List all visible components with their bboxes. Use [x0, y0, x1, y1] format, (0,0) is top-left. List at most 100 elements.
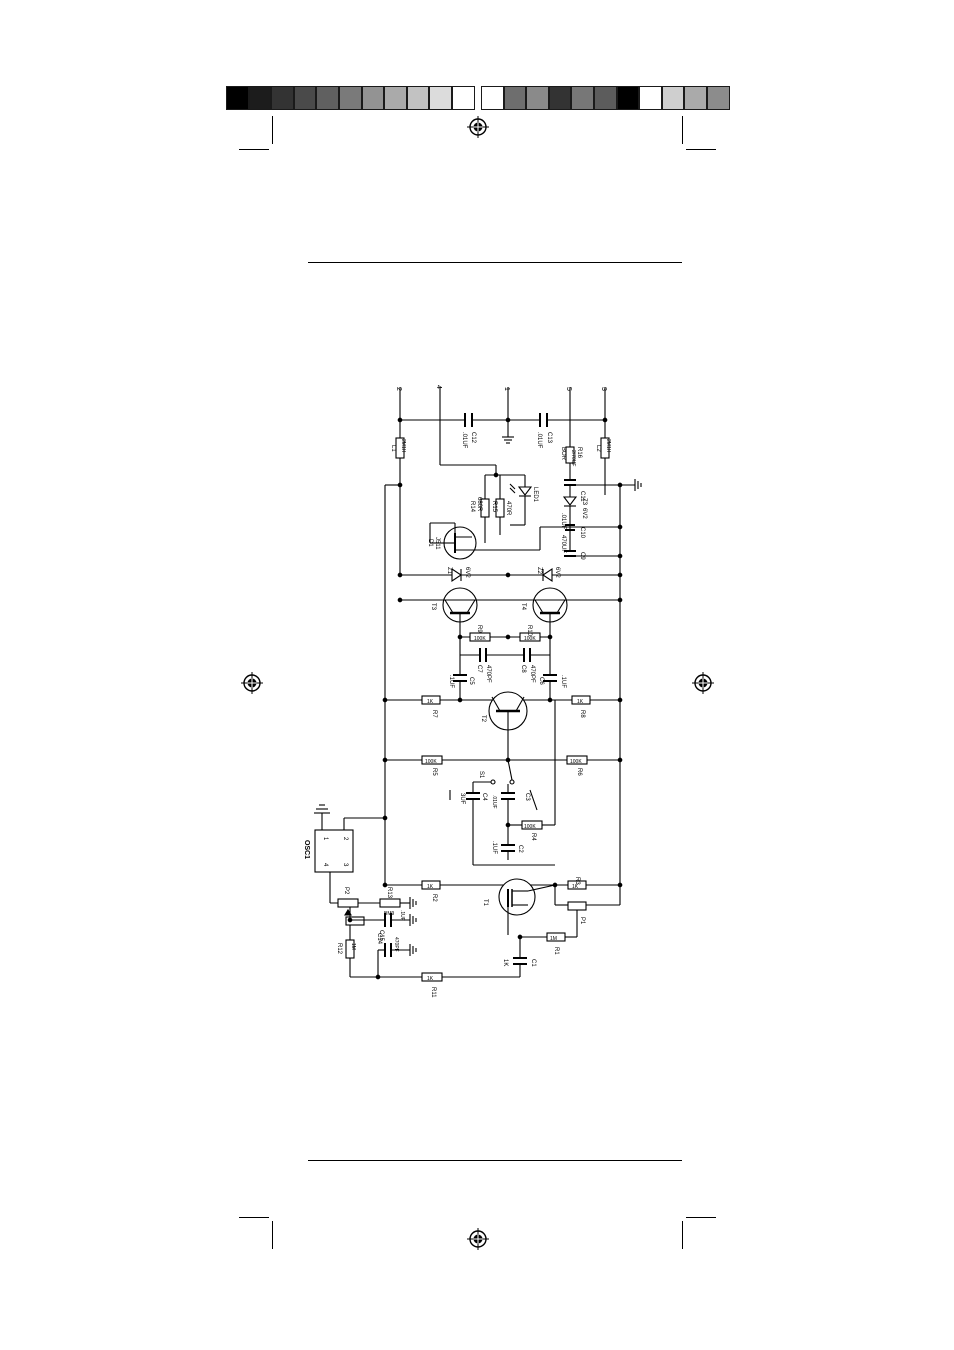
- svg-text:C1: C1: [530, 959, 536, 967]
- color-swatch: [384, 86, 407, 110]
- oscillator-osc1: OSC1 1 2 3 4: [303, 829, 354, 873]
- svg-text:C4: C4: [481, 793, 487, 801]
- svg-text:C2: C2: [517, 845, 523, 853]
- crop-mark: [682, 116, 683, 144]
- svg-text:1K: 1K: [577, 699, 584, 705]
- registration-target-icon: [241, 672, 263, 694]
- svg-text:R7: R7: [431, 710, 437, 718]
- svg-text:1M: 1M: [550, 936, 557, 942]
- svg-text:5: 5: [565, 387, 572, 391]
- svg-text:R5: R5: [431, 768, 437, 776]
- svg-text:C10: C10: [579, 527, 585, 539]
- crop-mark: [272, 1221, 273, 1249]
- transistor-t4: T4: [520, 587, 568, 637]
- transistor-t2: T2: [480, 691, 528, 760]
- svg-text:2/70UF: 2/70UF: [570, 450, 576, 466]
- svg-text:1: 1: [322, 837, 328, 841]
- svg-text:.01UF: .01UF: [536, 432, 542, 449]
- crop-mark: [239, 1217, 269, 1218]
- header-rule: [308, 262, 682, 263]
- svg-text:R16: R16: [576, 447, 582, 459]
- svg-text:1K: 1K: [502, 959, 508, 966]
- svg-text:R15: R15: [491, 501, 497, 513]
- terminal-3: 3: [600, 387, 607, 420]
- svg-text:470PF: 470PF: [393, 937, 399, 952]
- capacitor-c5: C5 .1UF: [448, 674, 474, 688]
- resistor-r3: R3 1K: [567, 877, 587, 890]
- svg-text:R1: R1: [553, 947, 559, 955]
- svg-text:1K: 1K: [427, 699, 434, 705]
- svg-text:C14: C14: [376, 933, 382, 945]
- svg-text:2M1H: 2M1H: [605, 439, 611, 453]
- capacitor-c2: .1UF C2: [491, 841, 523, 854]
- svg-text:C15: C15: [378, 930, 384, 942]
- color-swatch: [293, 86, 317, 110]
- circuit-schematic: 2 4 1 5 3 C12 .01UF C13 .01UF L1 2M1H L2…: [303, 385, 642, 998]
- svg-text:S1: S1: [478, 771, 484, 779]
- resistor-r2: R2 1K: [421, 880, 441, 902]
- crop-mark: [686, 1217, 716, 1218]
- svg-text:1K: 1K: [572, 884, 579, 890]
- svg-text:470PF: 470PF: [529, 665, 535, 683]
- svg-text:.1UF: .1UF: [448, 675, 454, 688]
- svg-text:470UF: 470UF: [560, 535, 566, 553]
- svg-text:L2: L2: [595, 445, 601, 452]
- footer-rule: [308, 1160, 682, 1161]
- inductor-l1: L1 2M1H: [390, 437, 406, 459]
- color-swatch: [616, 86, 640, 110]
- svg-text:C6: C6: [538, 677, 544, 685]
- svg-text:R13: R13: [386, 887, 392, 899]
- svg-text:LED1: LED1: [532, 487, 538, 503]
- color-swatch: [503, 86, 527, 110]
- svg-text:T1: T1: [482, 899, 488, 907]
- svg-text:4: 4: [435, 385, 442, 389]
- color-swatch: [639, 86, 662, 110]
- svg-text:4: 4: [322, 863, 328, 867]
- svg-text:1M: 1M: [350, 943, 356, 950]
- svg-text:470PF: 470PF: [485, 665, 491, 683]
- svg-text:C5: C5: [468, 677, 474, 685]
- registration-target-icon: [467, 1228, 489, 1250]
- resistor-r4: R4 100K: [521, 820, 543, 841]
- zener-diode-z3: Z3 6V2: [562, 496, 587, 519]
- svg-text:R11: R11: [430, 987, 436, 998]
- ground-icon: [409, 897, 417, 909]
- resistor-r10: R10 100K: [519, 625, 541, 642]
- ground-icon: [502, 420, 514, 444]
- svg-text:L1: L1: [390, 445, 396, 452]
- svg-text:T3: T3: [430, 603, 436, 611]
- color-swatch: [429, 86, 452, 110]
- svg-text:C8: C8: [520, 665, 526, 673]
- color-swatch: [548, 86, 572, 110]
- svg-text:100K: 100K: [425, 759, 437, 765]
- svg-text:P2: P2: [343, 887, 349, 895]
- terminal-5: 5: [565, 387, 572, 445]
- ground-icon: [314, 804, 330, 814]
- color-swatch: [406, 86, 430, 110]
- svg-text:Z3: Z3: [581, 498, 587, 506]
- svg-text:R4: R4: [530, 833, 536, 841]
- color-swatch: [526, 86, 549, 110]
- svg-text:.1UF: .1UF: [399, 910, 405, 921]
- svg-text:2M1H: 2M1H: [400, 439, 406, 453]
- capacitor-c12: C12 .01UF: [461, 413, 476, 449]
- svg-text:.01UF: .01UF: [560, 513, 566, 530]
- svg-text:.1UF: .1UF: [491, 841, 497, 854]
- svg-text:Z1: Z1: [446, 567, 452, 575]
- resistor-r8: R8 1K: [571, 695, 591, 718]
- registration-target-icon: [692, 672, 714, 694]
- terminal-4: 4: [435, 385, 442, 465]
- svg-text:R8: R8: [579, 710, 585, 718]
- led-led1: LED1: [509, 483, 538, 503]
- resistor-r5: R5 100K: [421, 755, 443, 776]
- resistor-r14: 680R R14: [469, 497, 490, 518]
- transistor-t1: T1: [482, 878, 536, 916]
- svg-text:3: 3: [342, 863, 348, 867]
- ground-icon: [634, 479, 642, 491]
- capacitor-c14: C14 470PF: [376, 933, 399, 957]
- resistor-r12: R12 1M: [336, 939, 356, 959]
- capacitor-c3: C3 .01UF: [491, 792, 530, 809]
- capacitor-c7: C7 470PF: [476, 648, 491, 683]
- color-swatch: [248, 86, 272, 110]
- resistor-r9: R9 100K: [469, 625, 491, 642]
